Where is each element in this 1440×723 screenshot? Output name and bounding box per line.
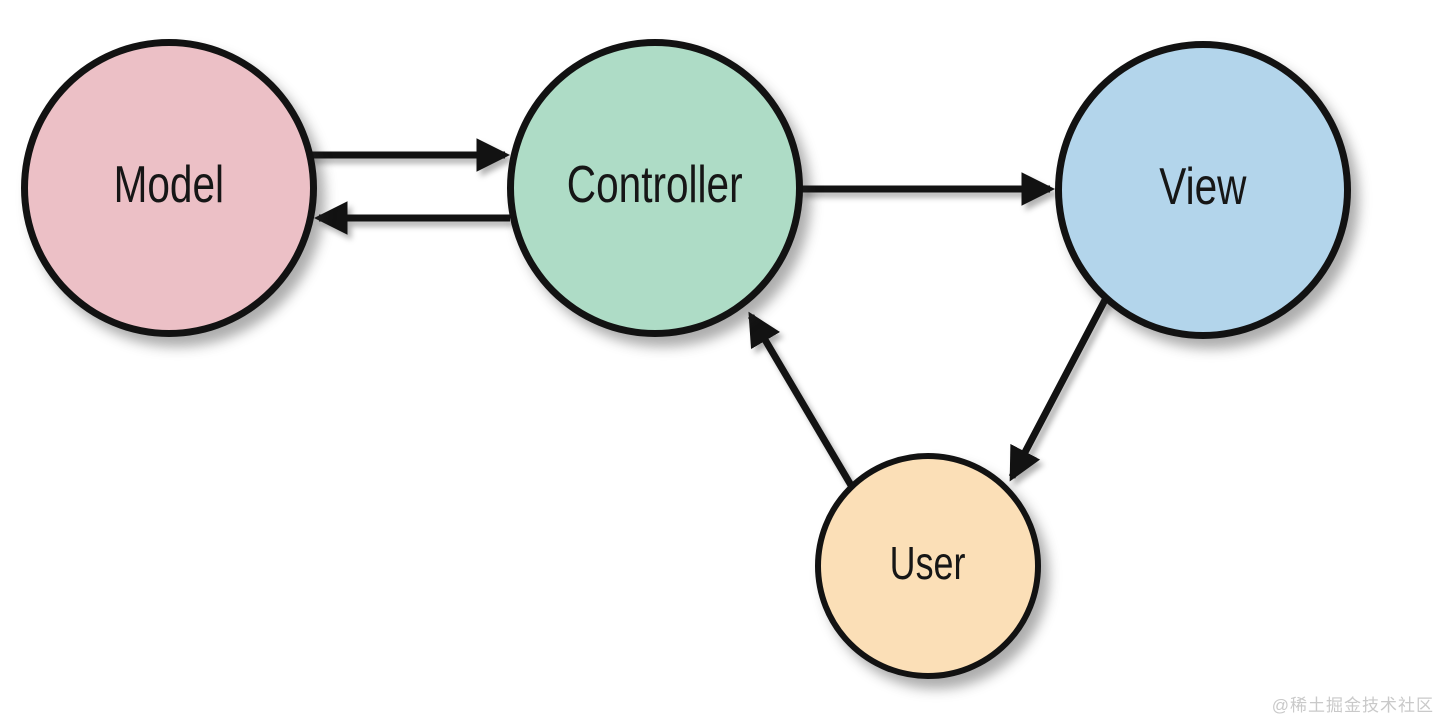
watermark: @稀土掘金技术社区 xyxy=(1271,696,1434,715)
node-user-label: User xyxy=(890,537,966,589)
arrow-view-to-user xyxy=(1008,296,1110,482)
node-controller-label: Controller xyxy=(567,156,743,214)
node-controller: Controller xyxy=(507,39,803,337)
arrow-user-to-controller xyxy=(747,311,859,494)
node-model-label: Model xyxy=(113,156,225,214)
node-user: User xyxy=(815,453,1041,679)
node-view-label: View xyxy=(1159,158,1247,216)
node-view: View xyxy=(1055,41,1351,339)
node-model: Model xyxy=(21,39,317,337)
